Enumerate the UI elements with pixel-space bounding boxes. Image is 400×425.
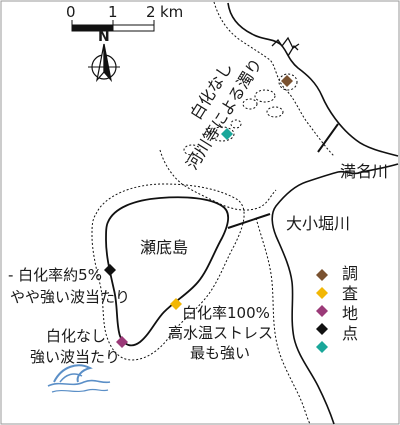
north-site	[281, 75, 293, 87]
legend-marker-brown	[316, 269, 328, 281]
legend-marker-teal	[316, 341, 328, 353]
southwest-site-note-2: 強い波当たり	[30, 348, 121, 366]
west-site-note-1: - 白化率約5%	[8, 266, 102, 284]
legend-marker-yellow	[316, 287, 328, 299]
legend-char-4: 点	[342, 324, 359, 343]
west-site	[104, 264, 116, 276]
southeast-site-note-3: 最も強い	[190, 344, 251, 362]
mainland-coastline	[227, 2, 399, 157]
scale-bar-segment	[72, 25, 113, 31]
scale-unit: km	[160, 3, 184, 21]
river-mitsuna-label: 満名川	[340, 162, 389, 181]
north-letter: N	[98, 29, 110, 45]
scale-label-1: 1	[108, 3, 118, 21]
mainland-reef-edge-3	[255, 217, 311, 425]
river-ookobori-label: 大小堀川	[286, 214, 351, 233]
scale-bar	[71, 20, 155, 32]
legend-marker-purple	[316, 305, 328, 317]
legend-char-3: 地	[342, 304, 359, 323]
southwest-site	[116, 336, 128, 348]
legend-char-1: 調	[342, 264, 359, 283]
legend-char-2: 査	[342, 284, 359, 303]
sesoko-island-coastline	[105, 196, 229, 347]
coast-detail	[271, 36, 300, 49]
mainland-coastline-south	[271, 163, 399, 425]
scale-label-0: 0	[66, 3, 76, 21]
coast-detail-2	[287, 44, 299, 57]
mainland-reef-edge	[213, 1, 335, 157]
southwest-site-note-1: 白化なし	[46, 327, 107, 345]
north-arrow-icon	[88, 43, 120, 83]
southeast-site-note-2: 高水温ストレス	[168, 324, 274, 342]
west-site-note-2: やや強い波当たり	[10, 288, 131, 306]
reef-patches	[183, 73, 298, 156]
wave-icon	[47, 364, 111, 393]
southeast-site-note-1: 白化率100%	[182, 304, 270, 322]
reef-site	[221, 128, 233, 140]
mainland-reef-edge-2	[159, 149, 277, 211]
sesoko-reef-edge	[91, 183, 245, 361]
southeast-site	[170, 298, 182, 310]
bridge	[227, 213, 271, 229]
island-label: 瀬底島	[140, 238, 189, 257]
scale-label-2: 2	[146, 3, 156, 21]
legend-marker-black	[316, 323, 328, 335]
road-north	[317, 123, 339, 153]
